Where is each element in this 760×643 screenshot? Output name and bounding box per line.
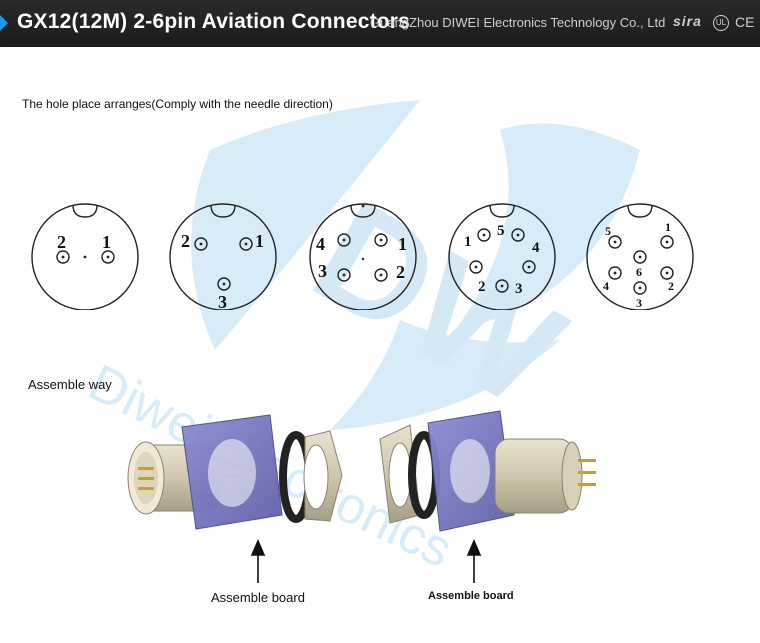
pin-label: 4 bbox=[316, 234, 325, 254]
left-assembly bbox=[127, 414, 343, 530]
pin-label: 3 bbox=[218, 292, 227, 310]
ce-cert-logo: CE bbox=[735, 14, 755, 30]
pin-label: 1 bbox=[255, 231, 264, 251]
company-name: GuangZhou DIWEI Electronics Technology C… bbox=[370, 15, 666, 30]
assemble-board-label-left: Assemble board bbox=[211, 590, 305, 605]
assemble-board-label-right: Assemble board bbox=[428, 590, 514, 602]
pin-label: 2 bbox=[57, 232, 66, 252]
diagram-4-pin bbox=[309, 203, 417, 310]
pin-label: 2 bbox=[478, 279, 486, 295]
diagram-2-pin bbox=[31, 203, 139, 310]
pin-label: 1 bbox=[665, 220, 671, 234]
pin-label: 2 bbox=[668, 279, 674, 293]
right-assembly bbox=[379, 410, 596, 532]
pin-label: 1 bbox=[102, 232, 111, 252]
assembly-illustration bbox=[127, 410, 596, 583]
pin-label: 6 bbox=[636, 265, 642, 279]
ul-cert-logo: UL bbox=[713, 15, 729, 31]
pin-label: 5 bbox=[497, 223, 505, 239]
pin-label: 3 bbox=[515, 281, 523, 297]
header-bar: GX12(12M) 2-6pin Aviation Connectors Gua… bbox=[0, 0, 760, 47]
pin-label: 1 bbox=[398, 234, 407, 254]
diagram-5-pin bbox=[448, 203, 556, 310]
pin-label: 2 bbox=[396, 262, 405, 282]
assemble-way-heading: Assemble way bbox=[28, 377, 112, 392]
pin-label: 2 bbox=[181, 231, 190, 251]
page-title: GX12(12M) 2-6pin Aviation Connectors bbox=[17, 10, 411, 33]
sira-cert-logo: sira bbox=[673, 13, 702, 29]
diagram-6-pin bbox=[586, 203, 694, 310]
pin-label: 1 bbox=[464, 234, 472, 250]
pin-diagrams: 2 1 2 1 3 4 1 3 2 1 5 4 2 3 5 1 6 4 2 3 bbox=[31, 203, 694, 310]
hole-arrangement-caption: The hole place arranges(Comply with the … bbox=[22, 97, 333, 111]
diagram-3-pin bbox=[169, 203, 277, 310]
pin-label: 4 bbox=[603, 279, 609, 293]
pin-label: 4 bbox=[532, 240, 540, 256]
header-arrow-icon bbox=[0, 15, 8, 31]
pin-label: 3 bbox=[318, 261, 327, 281]
pin-label: 3 bbox=[636, 296, 642, 310]
pin-label: 5 bbox=[605, 224, 611, 238]
